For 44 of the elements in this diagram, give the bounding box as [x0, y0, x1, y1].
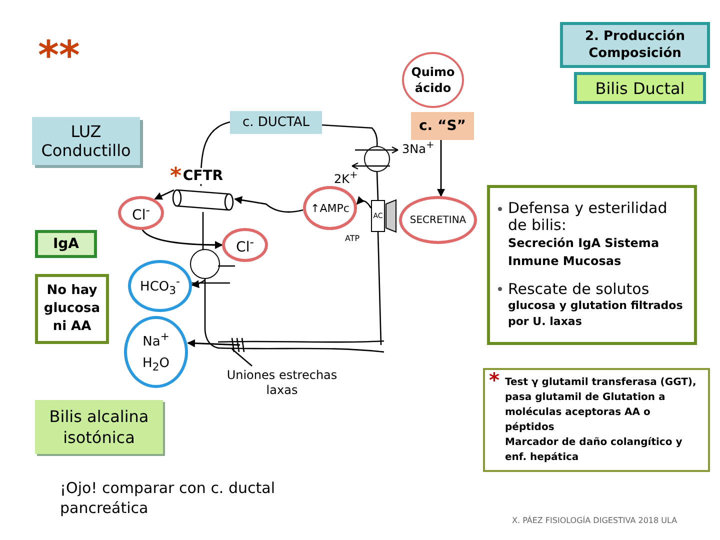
ion-label: 2K$^{+}$	[334, 170, 358, 186]
ion-circle	[124, 316, 188, 388]
footnote-mark: *	[489, 368, 500, 392]
footnote-mark: **	[38, 36, 80, 76]
note-text: Test γ glutamil transferasa (GGT), pasa glutamil de Glutation a moléculas aceptoras AA o péptidos	[505, 376, 698, 435]
note-box	[483, 368, 710, 472]
arrow	[141, 228, 223, 249]
ion-circle: Cl$^{-}$	[118, 196, 164, 230]
arrow	[191, 279, 206, 288]
note-box: IgA	[35, 230, 97, 258]
arrow	[356, 196, 372, 208]
messenger-circle: ↑AMPc	[303, 186, 357, 230]
credit-text: X. PÁEZ FISIOLOGÍA DIGESTIVA 2018 ULA	[512, 516, 678, 525]
ion-label: H$_{2}$O	[142, 354, 170, 376]
title-box: Bilis Ductal	[574, 72, 706, 104]
bile-box: Bilis alcalina isotónica	[35, 400, 163, 454]
bullet-text: Rescate de solutos	[508, 280, 650, 298]
arrow	[154, 189, 174, 200]
section-heading-box: 2. Producción Composición	[560, 22, 710, 68]
cell-label-box: c. “S”	[411, 112, 474, 140]
cftr-label: CFTR	[182, 168, 224, 184]
leader-line	[232, 348, 252, 367]
exchanger-circle	[190, 249, 220, 279]
pump-circle	[364, 146, 390, 172]
ion-circle: Cl$^{-}$	[222, 228, 268, 262]
ion-label: ATP	[345, 234, 360, 243]
chyme-circle: Quimo ácido	[402, 52, 464, 108]
bullet-subtext: glucosa y glutation filtrados por U. laxas	[507, 298, 684, 330]
ion-label: Na$^{+}$	[142, 328, 170, 351]
lumen-box: LUZ Conductillo	[32, 117, 140, 165]
cell-label-box: c. DUCTAL	[230, 111, 322, 134]
note-text: Marcador de daño colangítico y enf. hepática	[505, 436, 684, 465]
hormone-circle: SECRETINA	[399, 196, 477, 244]
note-text: ¡Ojo! comparar con c. ductal pancreática	[60, 478, 276, 518]
bullet-text: Defensa y esterilidad de bilis:	[508, 199, 668, 234]
footnote-mark: *	[170, 164, 182, 189]
note-box: No hay glucosa ni AA	[35, 274, 109, 344]
note-box	[487, 185, 697, 345]
arrow	[234, 196, 304, 213]
arrow	[187, 339, 240, 348]
junction-label: Uniones estrechas laxas	[216, 366, 348, 400]
bullet-subtext: Secreción IgA Sistema Inmune Mucosas	[507, 235, 660, 270]
ion-label: 3Na$^{+}$	[402, 140, 434, 156]
arrow	[437, 140, 445, 197]
